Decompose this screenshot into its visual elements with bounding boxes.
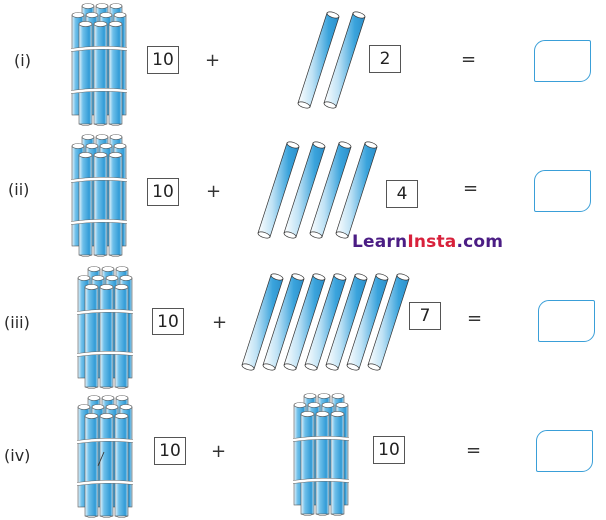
answer-box[interactable] [534,40,591,82]
equals-sign: = [461,49,477,70]
problem-label: (iv) [4,446,31,465]
bundle-of-ten-icon [69,2,129,127]
answer-box[interactable] [538,300,595,342]
ones-box: 2 [369,45,401,73]
answer-box[interactable] [536,430,593,472]
problem-label: (i) [14,51,31,70]
tens-box: 10 [152,308,184,335]
watermark-learn: Learn [352,232,408,252]
ones-box: 7 [409,302,441,330]
watermark-com: .com [456,232,504,252]
equals-sign: = [466,440,482,461]
equals-sign: = [463,178,479,199]
watermark-insta: Insta [407,232,457,252]
loose-sticks-icon [256,140,379,240]
loose-sticks-icon [240,272,411,372]
tens-box: 10 [147,178,179,206]
tens-box: 10 [154,437,186,465]
watermark: LearnInsta.com [352,232,503,252]
problem-label: (iii) [4,313,30,332]
ones-box: 10 [373,436,405,464]
plus-sign: + [212,312,228,333]
tens-box: 10 [147,46,179,74]
bundle-of-ten-icon [69,133,129,258]
bundle-of-ten-icon [75,265,135,390]
bundle-of-ten-icon [75,394,135,519]
plus-sign: + [206,181,222,202]
answer-box[interactable] [534,170,591,212]
loose-sticks-icon [296,10,367,110]
plus-sign: + [205,50,221,71]
plus-sign: + [211,441,227,462]
problem-label: (ii) [8,180,30,199]
bundle-of-ten-icon [291,392,351,517]
ones-box: 4 [386,180,418,208]
equals-sign: = [467,308,483,329]
